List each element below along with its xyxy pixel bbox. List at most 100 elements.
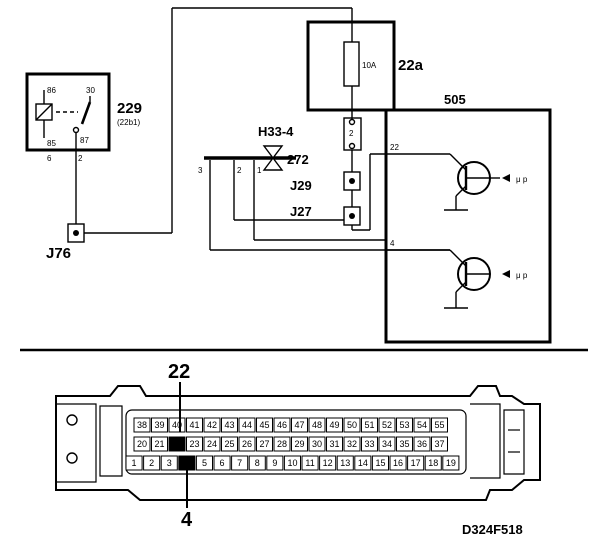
svg-text:48: 48 (312, 420, 322, 430)
svg-text:39: 39 (154, 420, 164, 430)
svg-text:14: 14 (358, 458, 368, 468)
diagnostic-connector-label: H33-4 (258, 124, 294, 139)
svg-text:52: 52 (382, 420, 392, 430)
h33-pin-2: 2 (237, 166, 242, 175)
svg-text:20: 20 (137, 439, 147, 449)
plug-pin-19: 19 (442, 455, 460, 471)
svg-text:16: 16 (393, 458, 403, 468)
svg-text:28: 28 (277, 439, 287, 449)
plug-pin-16: 16 (389, 455, 407, 471)
plug-pin-6: 6 (213, 455, 231, 471)
callout-22: 22 (168, 361, 190, 383)
plug-pin-4: 4 (178, 455, 196, 471)
svg-text:34: 34 (382, 439, 392, 449)
svg-text:9: 9 (272, 458, 277, 468)
svg-text:51: 51 (364, 420, 374, 430)
plug-pin-42: 42 (203, 417, 221, 433)
relay-pin-86: 86 (47, 86, 56, 95)
plug-pin-45: 45 (256, 417, 273, 433)
svg-text:38: 38 (137, 420, 147, 430)
valve-id: 272 (287, 152, 309, 167)
plug-pin-52: 52 (378, 417, 396, 433)
svg-text:41: 41 (189, 420, 199, 430)
svg-text:27: 27 (259, 439, 269, 449)
fuse-rating: 10A (362, 61, 377, 70)
svg-text:54: 54 (417, 420, 427, 430)
svg-text:31: 31 (329, 439, 339, 449)
svg-text:36: 36 (417, 439, 427, 449)
relay-pin-6: 6 (47, 154, 52, 163)
plug-pin-51: 51 (361, 417, 378, 433)
plug-pin-43: 43 (221, 417, 238, 433)
plug-pin-27: 27 (256, 436, 273, 452)
svg-text:35: 35 (399, 439, 409, 449)
plug-pin-44: 44 (238, 417, 256, 433)
plug-pin-10: 10 (283, 455, 301, 471)
plug-pin-54: 54 (413, 417, 431, 433)
svg-text:24: 24 (207, 439, 217, 449)
svg-text:6: 6 (220, 458, 225, 468)
svg-text:5: 5 (202, 458, 207, 468)
svg-text:18: 18 (428, 458, 438, 468)
svg-text:47: 47 (294, 420, 304, 430)
svg-text:21: 21 (154, 439, 164, 449)
plug-pin-13: 13 (336, 455, 354, 471)
plug-pin-31: 31 (326, 436, 343, 452)
figure-code: D324F518 (462, 522, 523, 537)
ecu-output-upper: μ p (516, 175, 528, 184)
plug-callouts: 22 4 (168, 361, 193, 531)
h33-pin-1: 1 (257, 166, 262, 175)
svg-text:4: 4 (184, 458, 189, 468)
plug-pin-37: 37 (431, 436, 448, 452)
plug-pin-34: 34 (378, 436, 396, 452)
plug-pin-33: 33 (361, 436, 378, 452)
svg-text:1: 1 (132, 458, 137, 468)
svg-text:49: 49 (329, 420, 339, 430)
svg-text:50: 50 (347, 420, 357, 430)
diagnostic-connector-h33-4: 3 2 1 H33-4 272 (198, 124, 450, 251)
plug-pin-24: 24 (203, 436, 221, 452)
plug-pin-49: 49 (326, 417, 343, 433)
plug-pin-26: 26 (238, 436, 256, 452)
svg-text:17: 17 (411, 458, 421, 468)
plug-pin-7: 7 (231, 455, 249, 471)
junction-j76-label: J76 (46, 245, 71, 262)
svg-text:37: 37 (434, 439, 444, 449)
plug-pin-9: 9 (266, 455, 284, 471)
plug-pin-35: 35 (396, 436, 413, 452)
plug-pin-39: 39 (151, 417, 168, 433)
callout-4: 4 (181, 509, 193, 531)
plug-pin-1: 1 (125, 455, 143, 471)
svg-text:32: 32 (347, 439, 357, 449)
svg-text:26: 26 (242, 439, 252, 449)
svg-text:42: 42 (207, 420, 217, 430)
svg-text:3: 3 (167, 458, 172, 468)
plug-pin-5: 5 (195, 455, 213, 471)
plug-pin-23: 23 (186, 436, 203, 452)
ecu-pin-22: 22 (390, 143, 399, 152)
ecu-pin-4: 4 (390, 239, 395, 248)
plug-pin-50: 50 (343, 417, 361, 433)
svg-text:55: 55 (434, 420, 444, 430)
svg-text:46: 46 (277, 420, 287, 430)
plug-pin-20: 20 (133, 436, 151, 452)
transistor-upper: μ p (444, 153, 528, 211)
junction-j76: J76 (46, 7, 353, 262)
plug-pin-38: 38 (133, 417, 151, 433)
plug-pin-41: 41 (186, 417, 203, 433)
junction-j29: J29 (290, 171, 361, 207)
relay-pin-2: 2 (78, 154, 83, 163)
plug-pin-32: 32 (343, 436, 361, 452)
svg-text:53: 53 (399, 420, 409, 430)
relay-id: 229 (117, 100, 142, 117)
plug-pin-48: 48 (308, 417, 326, 433)
junction-j29-label: J29 (290, 178, 312, 193)
junction-j27: J27 (233, 153, 450, 231)
svg-text:43: 43 (224, 420, 234, 430)
plug-pin-22: 22 (168, 436, 186, 452)
svg-text:22: 22 (172, 439, 182, 449)
plug-pin-18: 18 (424, 455, 442, 471)
plug-pin-29: 29 (291, 436, 308, 452)
